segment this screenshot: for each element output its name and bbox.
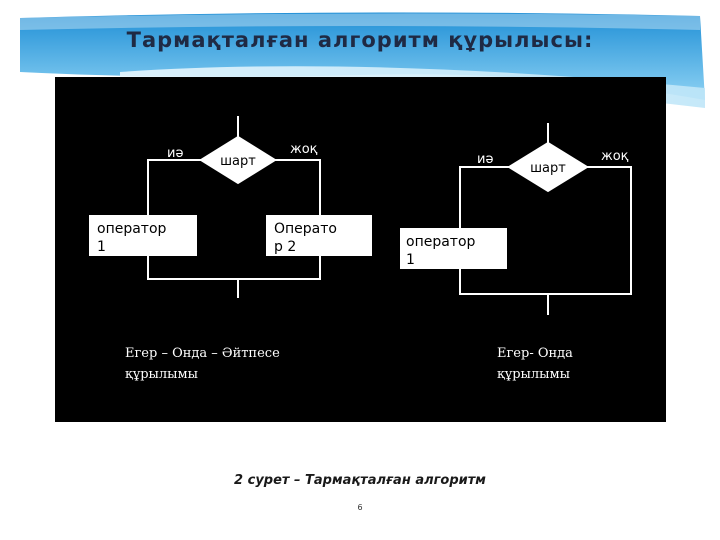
left-operator2-box	[266, 215, 372, 256]
page-number: 6	[357, 503, 363, 512]
right-condition-label: шарт	[530, 161, 566, 176]
left-operator2-line2: р 2	[274, 239, 296, 255]
right-description-line1: Егер- Онда	[497, 346, 573, 361]
right-operator1-line2: 1	[406, 252, 415, 268]
figure-caption: 2 сурет – Тармақталған алгоритм	[234, 473, 486, 488]
left-description-line2: құрылымы	[125, 367, 198, 382]
right-condition-diamond	[507, 141, 589, 193]
left-yes-branch-line	[147, 159, 321, 280]
left-flowchart	[147, 116, 321, 298]
left-operator2-line1: Операто	[274, 221, 337, 237]
left-operator1-line2: 1	[97, 239, 106, 255]
left-operator1-box	[89, 215, 197, 256]
right-description-line2: құрылымы	[497, 367, 570, 382]
right-operator1-box	[400, 228, 507, 269]
right-operator1-line1: оператор	[406, 234, 476, 250]
left-operator1-line1: оператор	[97, 221, 167, 237]
right-no-label: жоқ	[601, 149, 629, 164]
right-yes-label: иә	[477, 152, 493, 167]
left-condition-label: шарт	[220, 154, 256, 169]
left-condition-diamond	[199, 135, 277, 185]
right-branch-loop-line	[459, 166, 632, 295]
left-yes-label: иә	[167, 146, 183, 161]
slide-title: Тармақталған алгоритм құрылысы:	[126, 28, 594, 52]
left-description-line1: Егер – Онда – Әйтпесе	[125, 346, 280, 361]
right-flowchart	[459, 123, 632, 315]
left-no-label: жоқ	[290, 142, 318, 157]
